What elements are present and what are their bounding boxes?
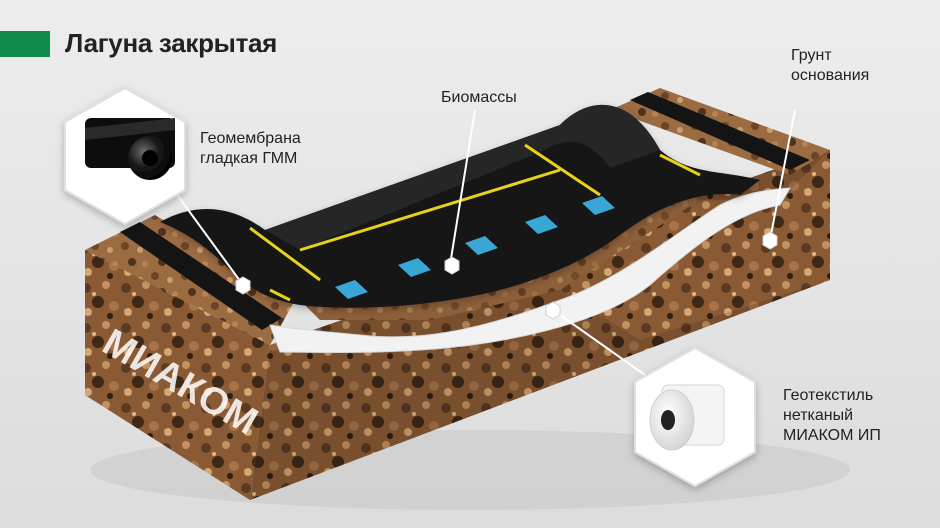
marker-geotextile — [545, 301, 561, 320]
label-ground-line-1: Грунт — [791, 47, 832, 64]
membrane-stripe-left — [120, 222, 282, 330]
geotextile-layer — [269, 187, 791, 353]
sensor-2 — [398, 258, 431, 277]
weld-line-5 — [659, 153, 701, 177]
weld-line-2 — [299, 168, 561, 252]
sensor-3 — [465, 236, 498, 255]
marker-biomass — [444, 256, 460, 275]
weld-line-1 — [249, 226, 321, 282]
white-roll-icon — [649, 384, 725, 451]
label-ground-line-2: основания — [791, 67, 870, 84]
geotextile-badge — [634, 346, 756, 488]
soil-front-face — [85, 250, 270, 500]
marker-ground — [762, 231, 778, 250]
label-geotextile: Геотекстиль нетканый МИАКОМ ИП — [783, 386, 881, 446]
weld-line-3 — [524, 143, 601, 197]
biomass-sensors — [335, 196, 615, 299]
label-geotextile-line-3: МИАКОМ ИП — [783, 427, 881, 444]
callout-lines — [169, 109, 796, 376]
page-title: Лагуна закрытая — [65, 28, 278, 58]
title-accent-bar — [0, 31, 50, 57]
black-roll-icon — [85, 118, 175, 180]
marker-geomembrane — [235, 276, 251, 295]
label-geomembrane-line-1: Геомембрана — [200, 130, 301, 147]
label-biomass-line-1: Биомассы — [441, 89, 517, 106]
label-geomembrane-line-2: гладкая ГММ — [200, 150, 298, 167]
sensor-5 — [582, 196, 615, 215]
membrane-stripe-right — [630, 92, 810, 170]
sensor-1 — [335, 280, 368, 299]
geomembrane-badge — [64, 86, 186, 226]
label-geomembrane: Геомембрана гладкая ГММ — [200, 129, 301, 169]
weld-lines — [249, 143, 701, 302]
label-geotextile-line-2: нетканый — [783, 407, 854, 424]
label-ground: Грунт основания — [791, 46, 869, 86]
sensor-4 — [525, 215, 558, 234]
callout-markers — [235, 231, 778, 320]
label-biomass: Биомассы — [441, 88, 517, 108]
weld-line-4 — [269, 288, 291, 302]
label-geotextile-line-1: Геотекстиль — [783, 387, 874, 404]
